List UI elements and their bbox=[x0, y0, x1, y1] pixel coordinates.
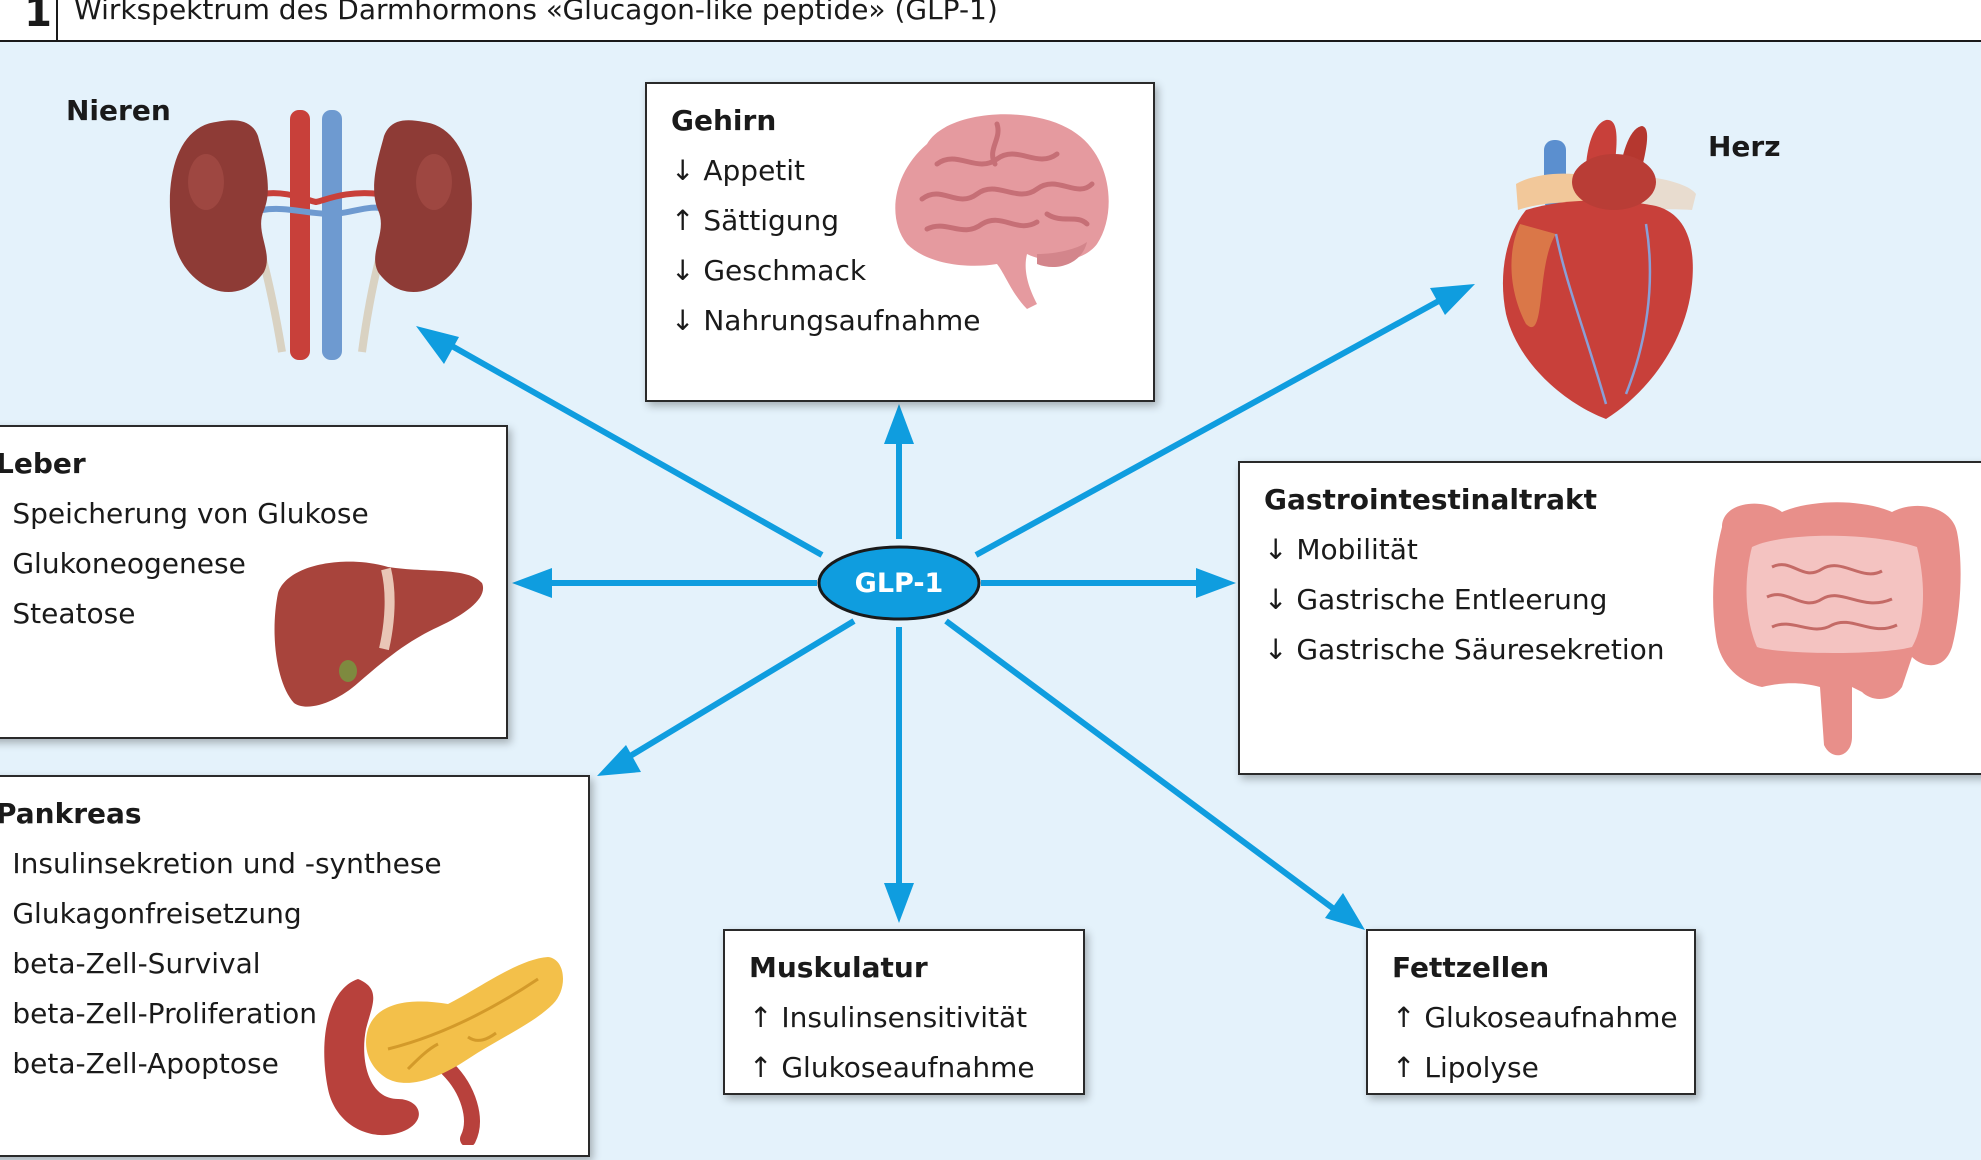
arrow-to-kidneys bbox=[441, 338, 824, 558]
pancreas-box-line: ↓ Glukagonfreisetzung bbox=[0, 897, 302, 930]
pancreas-box: Pankreas ↑ Insulinsekretion und -synthes… bbox=[0, 775, 590, 1157]
muscle-box: Muskulatur ↑ Insulinsensitivität ↑ Gluko… bbox=[723, 929, 1085, 1095]
liver-box-line: ↓ Steatose bbox=[0, 597, 136, 630]
muscle-box-title: Muskulatur bbox=[749, 951, 928, 984]
muscle-box-line: ↑ Insulinsensitivität bbox=[749, 1001, 1028, 1034]
arrow-to-fat bbox=[944, 618, 1344, 918]
arrow-to-heart bbox=[974, 294, 1448, 558]
muscle-box-line: ↑ Glukoseaufnahme bbox=[749, 1051, 1035, 1084]
arrowhead-gi bbox=[1196, 568, 1236, 598]
arrowhead-fat bbox=[1325, 893, 1365, 930]
arrowhead-liver bbox=[512, 568, 552, 598]
fat-box: Fettzellen ↑ Glukoseaufnahme ↑ Lipolyse bbox=[1366, 929, 1696, 1095]
glp1-label: GLP-1 bbox=[854, 568, 944, 599]
brain-box-line: ↓ Geschmack bbox=[671, 254, 867, 287]
kidneys-label: Nieren bbox=[66, 94, 171, 127]
fat-box-title: Fettzellen bbox=[1392, 951, 1550, 984]
gi-box: Gastrointestinaltrakt ↓ Mobilität ↓ Gast… bbox=[1238, 461, 1981, 775]
pancreas-box-line: ↓ beta-Zell-Apoptose bbox=[0, 1047, 279, 1080]
gi-box-title: Gastrointestinaltrakt bbox=[1264, 483, 1598, 516]
heart-icon bbox=[1502, 119, 1696, 419]
fat-box-line: ↑ Glukoseaufnahme bbox=[1392, 1001, 1678, 1034]
kidneys-icon bbox=[169, 110, 472, 360]
brain-box-title: Gehirn bbox=[671, 104, 777, 137]
heart-label: Herz bbox=[1708, 130, 1781, 163]
brain-box: Gehirn ↓ Appetit ↑ Sättigung ↓ Geschmack… bbox=[645, 82, 1155, 402]
gi-box-line: ↓ Gastrische Säuresekretion bbox=[1264, 633, 1665, 666]
glp1-center-node bbox=[817, 545, 981, 621]
arrowhead-kidneys bbox=[416, 326, 459, 364]
liver-box-line: ↓ Glukoneogenese bbox=[0, 547, 246, 580]
liver-icon bbox=[274, 561, 484, 707]
arrowhead-muscle bbox=[884, 883, 914, 923]
arrow-to-pancreas bbox=[615, 618, 856, 767]
arrowhead-pancreas bbox=[597, 745, 641, 776]
figure-title: Wirkspektrum des Darmhormons «Glucagon-l… bbox=[74, 0, 998, 26]
arrowhead-brain bbox=[884, 404, 914, 444]
liver-box-title: Leber bbox=[0, 447, 86, 480]
pancreas-box-line: ↑ beta-Zell-Proliferation bbox=[0, 997, 318, 1030]
figure-header: 1 Wirkspektrum des Darmhormons «Glucagon… bbox=[0, 0, 1981, 42]
fat-box-line: ↑ Lipolyse bbox=[1392, 1051, 1539, 1084]
brain-box-line: ↓ Appetit bbox=[671, 154, 806, 187]
liver-box-line: ↑ Speicherung von Glukose bbox=[0, 497, 369, 530]
brain-box-line: ↓ Nahrungsaufnahme bbox=[671, 304, 981, 337]
brain-icon bbox=[895, 114, 1109, 309]
pancreas-box-title: Pankreas bbox=[0, 797, 142, 830]
pancreas-box-line: ↑ Insulinsekretion und -synthese bbox=[0, 847, 442, 880]
pancreas-box-line: ↑ beta-Zell-Survival bbox=[0, 947, 261, 980]
figure-number: 1 bbox=[0, 0, 58, 40]
intestine-icon bbox=[1713, 502, 1961, 756]
liver-box: Leber ↑ Speicherung von Glukose ↓ Glukon… bbox=[0, 425, 508, 739]
brain-box-line: ↑ Sättigung bbox=[671, 204, 840, 237]
pancreas-icon bbox=[324, 957, 564, 1145]
arrowhead-heart bbox=[1430, 284, 1475, 315]
gi-box-line: ↓ Mobilität bbox=[1264, 533, 1418, 566]
gi-box-line: ↓ Gastrische Entleerung bbox=[1264, 583, 1608, 616]
